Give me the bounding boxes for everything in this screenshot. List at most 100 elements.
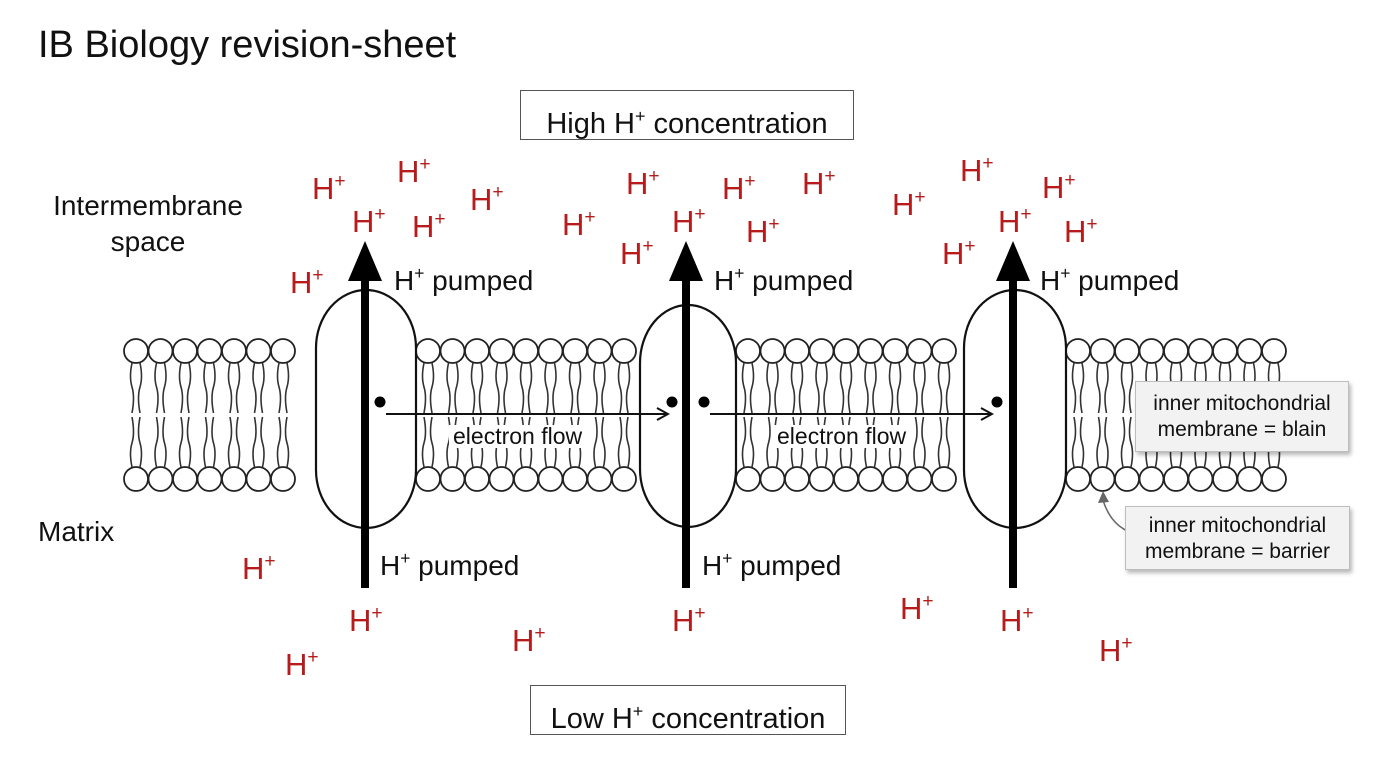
lipid-head [735, 466, 761, 492]
pumped-label-text: pumped [424, 264, 534, 296]
hydrogen-ion: H+ [1099, 634, 1133, 666]
lipid-tail [766, 362, 771, 414]
lipid-tail [276, 362, 282, 414]
lipid-head [1261, 466, 1287, 492]
lipid-tail [446, 362, 451, 414]
hydrogen-ion-charge: + [694, 204, 706, 225]
membrane-note-bottom-line1: inner mitochondrial [1148, 514, 1327, 537]
lipid-head [562, 338, 588, 364]
lipid-tail [896, 362, 902, 414]
hydrogen-ion-symbol: H [352, 203, 375, 239]
electron-flow-label-2: electron flow [773, 425, 911, 448]
proton-pumped-label: H+ pumped [702, 549, 842, 581]
lipid-head [808, 338, 835, 364]
hydrogen-ion: H+ [998, 205, 1032, 237]
hydrogen-ion-symbol: H [626, 165, 649, 201]
lipid-tail [260, 416, 265, 468]
proton-pumped-label: H+ pumped [714, 263, 853, 295]
lipid-head [906, 338, 933, 364]
lipid-tail [211, 416, 216, 468]
lipid-tail [913, 362, 918, 414]
membrane-note-bottom: inner mitochondrial membrane = barrier [1125, 506, 1350, 570]
hydrogen-ion: H+ [290, 266, 324, 298]
hydrogen-ion: H+ [722, 172, 756, 204]
lipid-tail [823, 362, 828, 414]
high-concentration-sup: + [634, 106, 646, 126]
hydrogen-ion-symbol: H [722, 170, 745, 206]
lipid-head [833, 466, 859, 492]
lipid-head [1163, 466, 1189, 492]
hydrogen-ion-charge: + [584, 207, 596, 228]
hydrogen-ion-charge: + [922, 591, 934, 612]
hydrogen-ion: H+ [1064, 215, 1098, 247]
lipid-tail [1079, 416, 1085, 468]
lipid-head [221, 466, 247, 492]
lipid-tail [154, 362, 159, 414]
hydrogen-ion-symbol: H [1099, 632, 1122, 668]
lipid-tail [1079, 362, 1085, 414]
lipid-tail [129, 416, 135, 468]
lipid-tail [1104, 416, 1109, 468]
lipid-tail [252, 416, 257, 468]
hydrogen-ion-symbol: H [672, 602, 695, 638]
lipid-tail [766, 416, 771, 468]
lipid-tail [470, 362, 476, 414]
note-pointer-arrowhead [1098, 491, 1109, 503]
hydrogen-ion-symbol: H [470, 181, 493, 217]
lipid-tail [1128, 362, 1134, 414]
hydrogen-ion-charge: + [307, 647, 319, 668]
lipid-tail [749, 416, 755, 468]
lipid-head [906, 466, 933, 492]
proton-pump-arrowhead-2 [669, 241, 703, 281]
hydrogen-ion-symbol: H [942, 235, 965, 271]
proton-pump-arrowhead-3 [996, 241, 1030, 281]
hydrogen-ion-charge: + [419, 154, 431, 175]
lipid-head [123, 338, 149, 364]
lipid-tail [478, 362, 484, 414]
hydrogen-ion: H+ [349, 604, 383, 636]
hydrogen-ion: H+ [620, 237, 654, 269]
lipid-tail [872, 362, 877, 414]
hydrogen-ion: H+ [900, 592, 934, 624]
sheet-title: IB Biology revision-sheet [38, 24, 457, 66]
lipid-tail [847, 362, 853, 414]
hydrogen-ion-charge: + [1086, 214, 1098, 235]
lipid-tail [921, 416, 926, 468]
hydrogen-ion: H+ [312, 172, 346, 204]
lipid-tail [552, 362, 557, 414]
lipid-tail [790, 362, 796, 414]
lipid-tail [1120, 362, 1126, 414]
bilayer-segment-4 [1065, 338, 1287, 492]
hydrogen-ion-charge: + [694, 603, 706, 624]
hydrogen-ion-charge: + [648, 166, 660, 187]
lipid-tail [601, 416, 606, 468]
lipid-tail [162, 362, 167, 414]
hydrogen-ion: H+ [892, 188, 926, 220]
pumped-label-symbol: H [1040, 264, 1061, 296]
lipid-tail [260, 362, 265, 414]
hydrogen-ion-symbol: H [412, 208, 435, 244]
high-concentration-prefix: High H [546, 108, 635, 141]
lipid-head [759, 338, 786, 364]
hydrogen-ion-symbol: H [512, 622, 535, 658]
lipid-head [857, 338, 884, 364]
lipid-tail [1120, 416, 1126, 468]
electron-flow-label-1: electron flow [449, 425, 587, 448]
pumped-label-charge: + [734, 263, 745, 283]
lipid-tail [593, 362, 598, 414]
hydrogen-ion: H+ [397, 155, 431, 187]
lipid-head [784, 466, 810, 492]
lipid-tail [1096, 362, 1101, 414]
hydrogen-ion: H+ [746, 215, 780, 247]
membrane-note-top-line1: inner mitochondrial [1153, 392, 1331, 415]
lipid-head [931, 338, 957, 364]
lipid-head [808, 466, 835, 492]
lipid-head [1138, 338, 1165, 364]
lipid-head [1138, 466, 1165, 492]
hydrogen-ion-charge: + [1022, 603, 1034, 624]
pumped-label-text: pumped [732, 549, 842, 581]
proton-pumped-label: H+ pumped [380, 549, 519, 580]
lipid-head [1187, 338, 1214, 364]
lipid-tail [774, 362, 779, 414]
